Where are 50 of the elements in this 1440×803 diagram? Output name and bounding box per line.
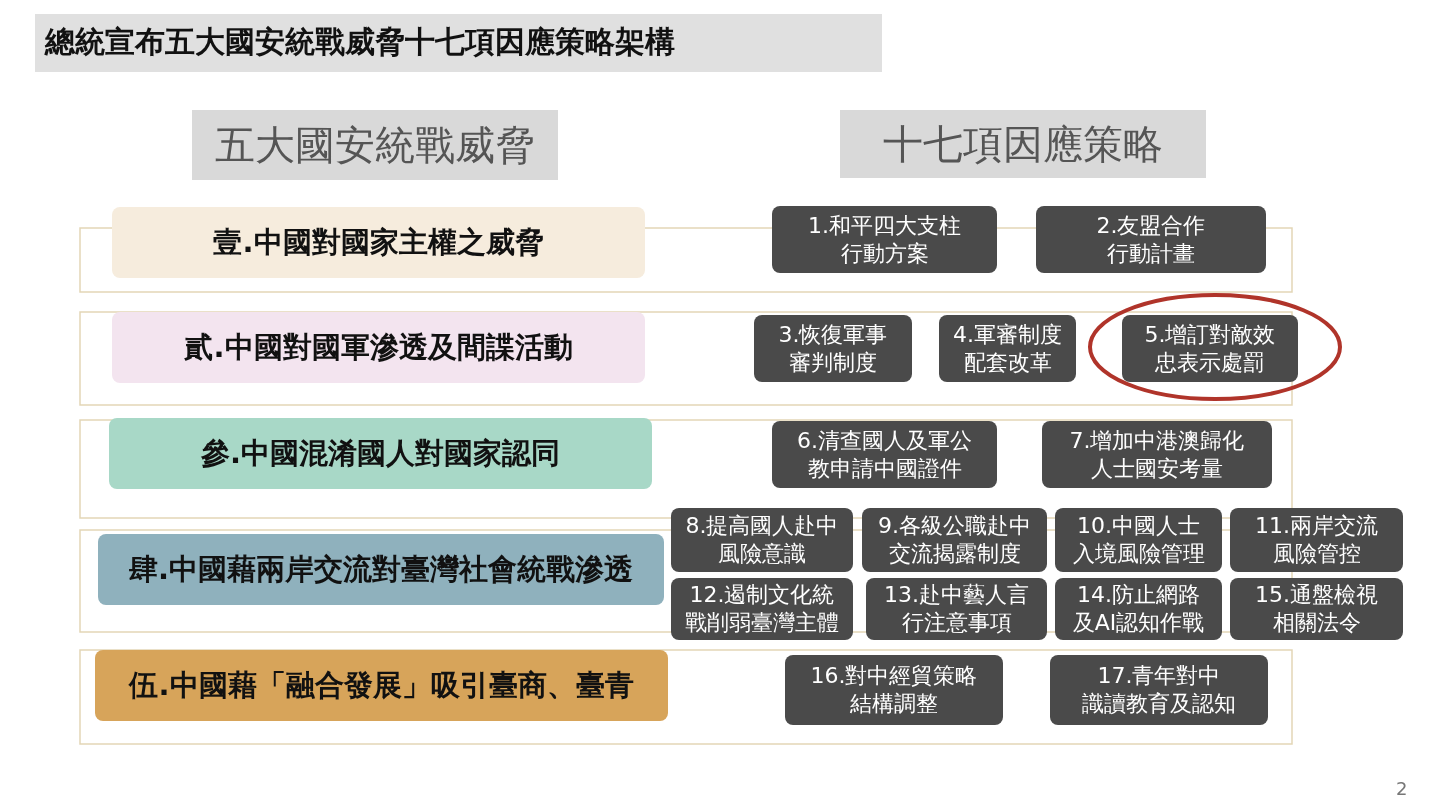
strategy-box	[772, 421, 997, 488]
strategy-box	[1055, 578, 1222, 640]
box-text: 7.增加中港澳歸化人士國安考量	[1069, 426, 1245, 483]
strategy-box	[1122, 315, 1298, 382]
box-text: 五大國安統戰威脅	[215, 120, 535, 170]
strategy-box	[1230, 578, 1403, 640]
strategy-box	[866, 578, 1047, 640]
strategy-box	[1055, 508, 1222, 572]
strategy-box	[1230, 508, 1403, 572]
box-text: 3.恢復軍事審判制度	[778, 320, 888, 377]
threat-box	[112, 312, 645, 383]
header-box	[840, 110, 1206, 178]
threat-box	[98, 534, 664, 605]
box-text: 1.和平四大支柱行動方案	[808, 211, 961, 268]
box-text: 參.中國混淆國人對國家認同	[201, 434, 560, 472]
strategy-box	[754, 315, 912, 382]
box-text: 6.清查國人及軍公教申請中國證件	[797, 426, 972, 483]
box-text: 14.防止網路及AI認知作戰	[1072, 581, 1205, 637]
strategy-box	[862, 508, 1047, 572]
box-text: 17.青年對中識讀教育及認知	[1082, 662, 1236, 718]
threat-box	[112, 207, 645, 278]
strategy-box	[785, 655, 1003, 725]
strategy-box	[772, 206, 997, 273]
strategy-box	[1042, 421, 1272, 488]
box-text: 9.各級公職赴中交流揭露制度	[878, 512, 1031, 568]
box-text: 13.赴中藝人言行注意事項	[884, 581, 1029, 637]
box-text: 伍.中國藉「融合發展」吸引臺商、臺青	[129, 666, 634, 704]
box-text: 11.兩岸交流風險管控	[1255, 512, 1378, 568]
strategy-box	[671, 508, 853, 572]
box-text: 8.提高國人赴中風險意識	[685, 512, 839, 568]
threat-box	[95, 650, 668, 721]
header-box	[192, 110, 558, 180]
box-text: 十七項因應策略	[883, 119, 1163, 169]
box-text: 4.軍審制度配套改革	[953, 320, 1062, 377]
title: 總統宣布五大國安統戰威脅十七項因應策略架構	[35, 14, 882, 72]
box-text: 5.增訂對敵效忠表示處罰	[1144, 320, 1276, 377]
strategy-box	[1050, 655, 1268, 725]
box-text: 16.對中經貿策略結構調整	[810, 662, 978, 718]
threat-box	[109, 418, 652, 489]
box-text: 貳.中國對國軍滲透及間諜活動	[184, 328, 573, 366]
strategy-box	[671, 578, 853, 640]
box-text: 2.友盟合作行動計畫	[1096, 211, 1206, 268]
box-text: 12.遏制文化統戰削弱臺灣主體	[685, 581, 839, 637]
box-text: 壹.中國對國家主權之威脅	[213, 223, 544, 261]
box-text: 肆.中國藉兩岸交流對臺灣社會統戰滲透	[129, 550, 633, 588]
box-text: 10.中國人士入境風險管理	[1072, 512, 1205, 568]
box-text: 15.通盤檢視相關法令	[1255, 581, 1378, 637]
strategy-box	[939, 315, 1076, 382]
page-number: 2	[1396, 778, 1408, 799]
strategy-box	[1036, 206, 1266, 273]
